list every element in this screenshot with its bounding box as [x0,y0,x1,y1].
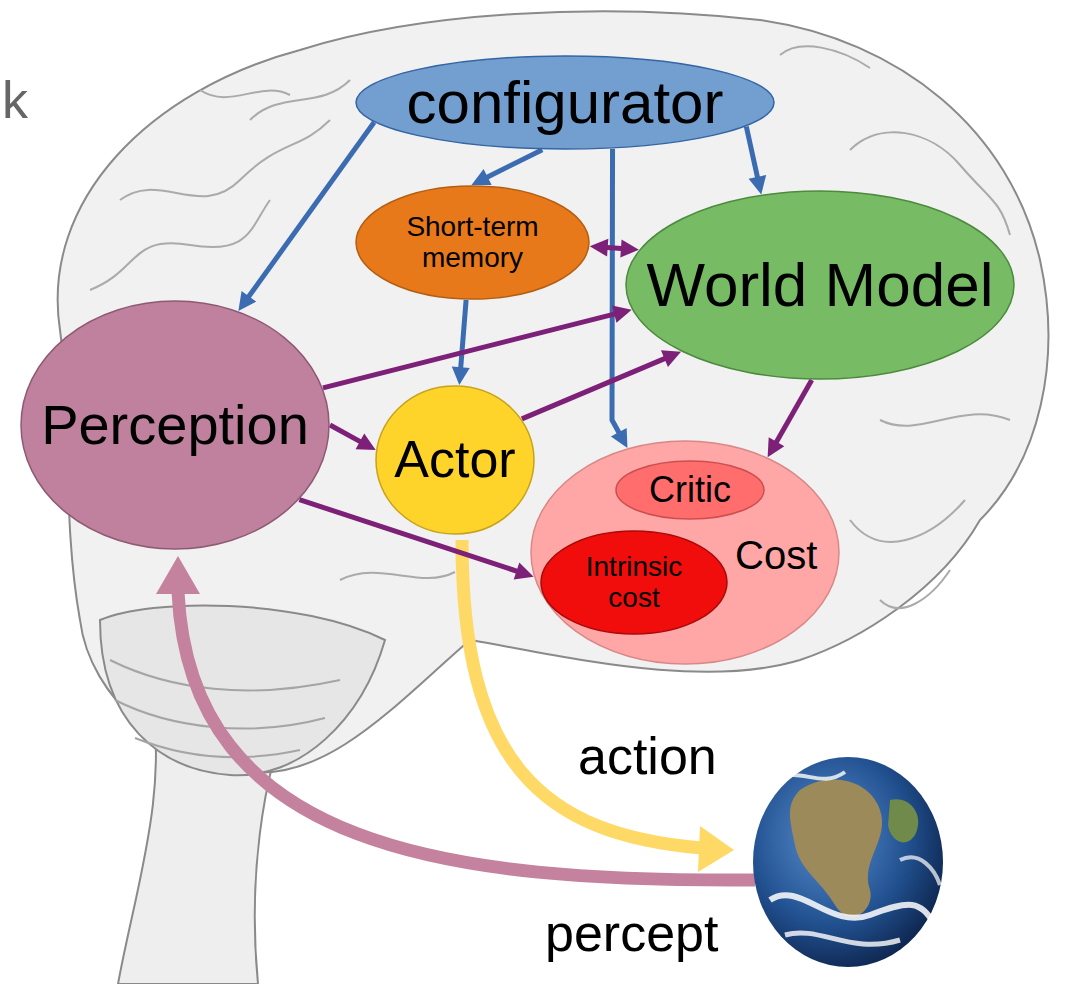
percept-arrowhead [156,556,200,594]
arrowhead [514,562,534,579]
arrowhead [590,239,609,257]
ellipse-node: Short-term memory [355,185,590,300]
earth-cloud [775,772,845,780]
ellipse-outline [616,461,764,519]
node-label: Perception [41,394,309,456]
brain-fold [780,46,870,68]
arrowhead [611,428,628,448]
connector-line [323,313,618,388]
brain-fold [850,500,965,542]
connector-line [484,150,542,179]
cut-title-letter: k [2,72,28,129]
arrowhead [661,350,681,367]
earth-globe [753,757,943,967]
ellipse-outline [531,441,839,664]
connector [611,149,628,448]
cerebellum-fold [110,660,340,690]
node-label: Short-term memory [398,212,548,274]
earth-picture [753,757,943,967]
connector [522,350,681,418]
node-label: Actor [394,431,515,488]
earth-cloud [900,857,940,885]
connector [452,300,470,385]
cerebellum-fold [135,738,300,757]
connector-line [247,122,375,299]
connector-line [460,300,466,371]
connector [238,122,374,311]
arrowhead [238,291,256,311]
node-label: configurator [407,70,724,136]
earth-cloud [770,895,935,925]
ellipse-outline [541,531,727,634]
ellipse-node: Critic [615,460,765,520]
earth-land [888,799,918,842]
connector-line [775,380,812,445]
brain-fold [200,90,290,97]
ellipse-node: Actor [375,385,535,535]
brain-fold [880,570,950,608]
ellipse-node: Perception [20,300,330,550]
earth-cloud [785,933,900,944]
earth-land [790,780,882,917]
connector-line [522,357,668,419]
connector [330,425,376,450]
node-label: Cost [735,533,817,577]
connector [471,150,542,185]
connector [590,239,639,258]
connector-line [330,425,363,443]
ellipse-outline [626,191,1014,379]
ellipse-outline [356,186,589,299]
flow-label: action [578,728,717,785]
ellipse-node: CostCriticIntrinsic cost [530,440,840,665]
ellipse-node: Intrinsic cost [540,530,728,635]
node-label: Intrinsic cost [579,552,689,614]
flow-label: percept [545,905,718,962]
connector [768,380,812,457]
connector-line [612,149,621,436]
ellipse-node: configurator [355,55,775,150]
node-label: Critic [649,470,731,510]
ellipse-outline [356,56,774,149]
connector-line [746,126,758,180]
arrowhead [471,169,491,185]
brain-fold [880,414,1010,426]
brain-fold [250,80,350,120]
cerebellum [100,605,385,775]
brain-fold [340,572,455,580]
brain-fold [120,120,330,200]
arrowhead [749,175,767,195]
connector [323,305,632,387]
arrowhead [768,437,785,457]
arrowhead [612,305,632,322]
arrowhead [452,366,470,385]
node-label: World Model [647,251,994,319]
arrowhead [356,434,376,451]
action-arrowhead [698,826,734,872]
connector [746,126,766,194]
brain-fold [90,200,270,290]
ellipse-outline [376,386,534,534]
ellipse-outline [21,301,329,549]
ellipse-node: World Model [625,190,1015,380]
